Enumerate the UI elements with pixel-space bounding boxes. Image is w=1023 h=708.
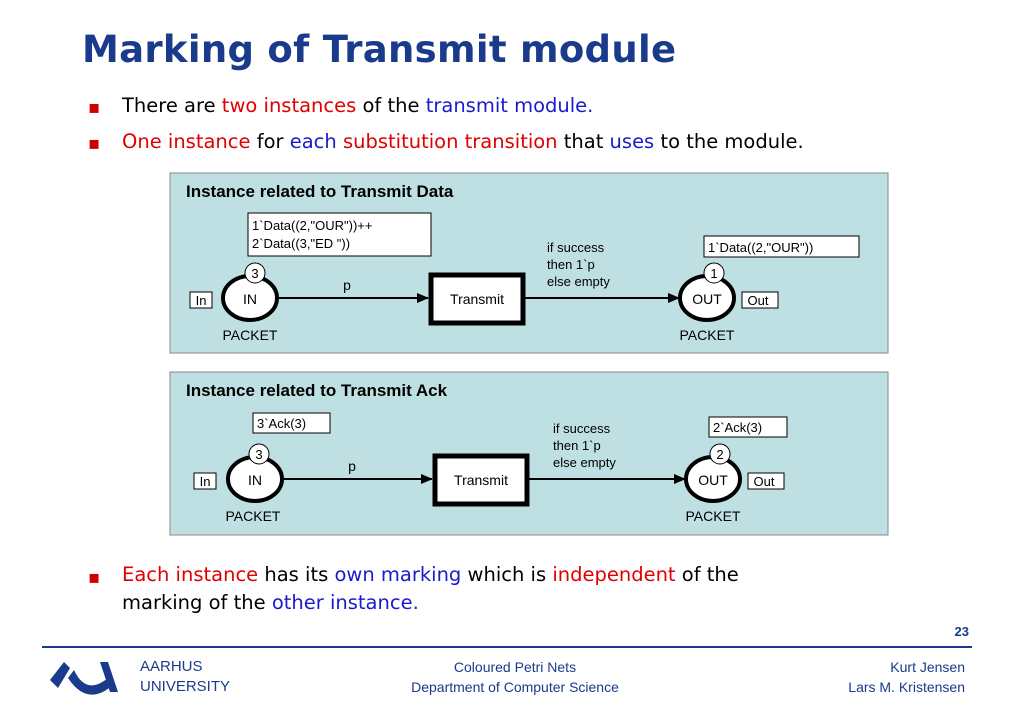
arc-in-label: p xyxy=(343,277,351,293)
bullet-text-segment: that xyxy=(557,130,610,153)
footer-divider xyxy=(42,646,972,648)
university-name: AARHUS UNIVERSITY xyxy=(140,657,230,697)
out-marking-box xyxy=(708,416,788,438)
bullet-text-segment: substitution transition xyxy=(336,130,558,153)
out-port-tag-box xyxy=(741,291,779,309)
in-token-count: 3 xyxy=(255,447,262,462)
out-token-count: 1 xyxy=(710,266,717,281)
bullet-text-segment: which is xyxy=(461,563,553,586)
bullet-text-segment: marking of the xyxy=(122,591,272,614)
arc-out-label-line: then 1`p xyxy=(553,438,601,453)
slide-title: Marking of Transmit module xyxy=(82,28,677,71)
bullet-3-continued: marking of the other instance. xyxy=(122,589,419,617)
footer-authors: Kurt Jensen Lars M. Kristensen xyxy=(848,657,965,697)
department-name: Department of Computer Science xyxy=(411,679,619,695)
bullet-marker: ▪ xyxy=(88,97,101,118)
arc-out-label-line: if success xyxy=(547,240,605,255)
in-token-count-circle xyxy=(244,262,266,284)
out-marking-line: 2`Ack(3) xyxy=(713,420,762,435)
author-name: Kurt Jensen xyxy=(890,659,965,675)
arc-out-label-line: else empty xyxy=(547,274,610,289)
in-marking-line: 2`Data((3,"ED ")) xyxy=(252,236,350,251)
bullet-text-segment: independent xyxy=(552,563,676,586)
in-port-tag-box xyxy=(193,472,217,490)
bullet-marker: ▪ xyxy=(88,567,101,588)
bullet-text-segment: each xyxy=(289,130,337,153)
out-port-tag: Out xyxy=(754,474,775,489)
bullet-text-segment: uses xyxy=(609,130,655,153)
bullet-text-segment: transmit module. xyxy=(425,94,594,117)
bullet-text-segment: has its xyxy=(258,563,335,586)
in-port-tag: In xyxy=(196,293,207,308)
out-marking-line: 1`Data((2,"OUR")) xyxy=(708,240,813,255)
out-place-label: OUT xyxy=(698,472,728,488)
panel-transmit-ack: Instance related to Transmit Ack 3`Ack(3… xyxy=(169,371,889,536)
bullet-text-segment: for xyxy=(250,130,290,153)
bullet-marker: ▪ xyxy=(88,133,101,154)
in-token-count-circle xyxy=(248,443,270,465)
in-marking-line: 3`Ack(3) xyxy=(257,416,306,431)
in-marking-box xyxy=(252,412,331,434)
in-port-tag: In xyxy=(200,474,211,489)
panel-transmit-data: Instance related to Transmit Data 1`Data… xyxy=(169,172,889,354)
footer-course: Coloured Petri Nets Department of Comput… xyxy=(360,657,670,697)
university-name-line: AARHUS xyxy=(140,658,203,675)
in-colset: PACKET xyxy=(226,508,281,524)
bullet-text-segment: to the module. xyxy=(654,130,804,153)
bullet-text-segment: of the xyxy=(356,94,426,117)
out-token-count: 2 xyxy=(716,447,723,462)
in-place-label: IN xyxy=(243,291,257,307)
bullet-text-segment: Each instance xyxy=(122,563,259,586)
out-port-tag-box xyxy=(747,472,785,490)
bullet-text-segment: One instance xyxy=(122,130,251,153)
transition-label: Transmit xyxy=(454,472,508,488)
in-token-count: 3 xyxy=(251,266,258,281)
bullet-text-segment: There are xyxy=(122,94,222,117)
in-port-tag-box xyxy=(189,291,213,309)
arc-out-label-line: if success xyxy=(553,421,611,436)
university-name-line: UNIVERSITY xyxy=(140,678,231,695)
bullet-text-segment: own marking xyxy=(334,563,462,586)
out-token-count-circle xyxy=(703,262,725,284)
panel-heading: Instance related to Transmit Ack xyxy=(186,381,448,400)
out-token-count-circle xyxy=(709,443,731,465)
bullet-1: There are two instances of the transmit … xyxy=(122,92,593,120)
bullet-3: Each instance has its own marking which … xyxy=(122,561,739,589)
panel-heading: Instance related to Transmit Data xyxy=(186,182,454,201)
out-colset: PACKET xyxy=(680,327,735,343)
arc-in-label: p xyxy=(348,458,356,474)
transition-label: Transmit xyxy=(450,291,504,307)
out-marking-box xyxy=(703,235,860,258)
in-marking-line: 1`Data((2,"OUR"))++ xyxy=(252,218,372,233)
out-port-tag: Out xyxy=(748,293,769,308)
out-place-label: OUT xyxy=(692,291,722,307)
page-number: 23 xyxy=(954,624,969,639)
bullet-text-segment: of the xyxy=(675,563,739,586)
arc-out-label-line: else empty xyxy=(553,455,616,470)
in-marking-box xyxy=(247,212,432,257)
panel-background xyxy=(169,172,889,354)
university-logo-icon xyxy=(50,662,118,695)
in-colset: PACKET xyxy=(223,327,278,343)
author-name: Lars M. Kristensen xyxy=(848,679,965,695)
bullet-text-segment: two instances xyxy=(221,94,357,117)
bullet-text-segment: other instance. xyxy=(271,591,419,614)
out-colset: PACKET xyxy=(686,508,741,524)
arc-out-label-line: then 1`p xyxy=(547,257,595,272)
course-name: Coloured Petri Nets xyxy=(453,659,577,675)
in-place-label: IN xyxy=(248,472,262,488)
bullet-2: One instance for each substitution trans… xyxy=(122,128,804,156)
